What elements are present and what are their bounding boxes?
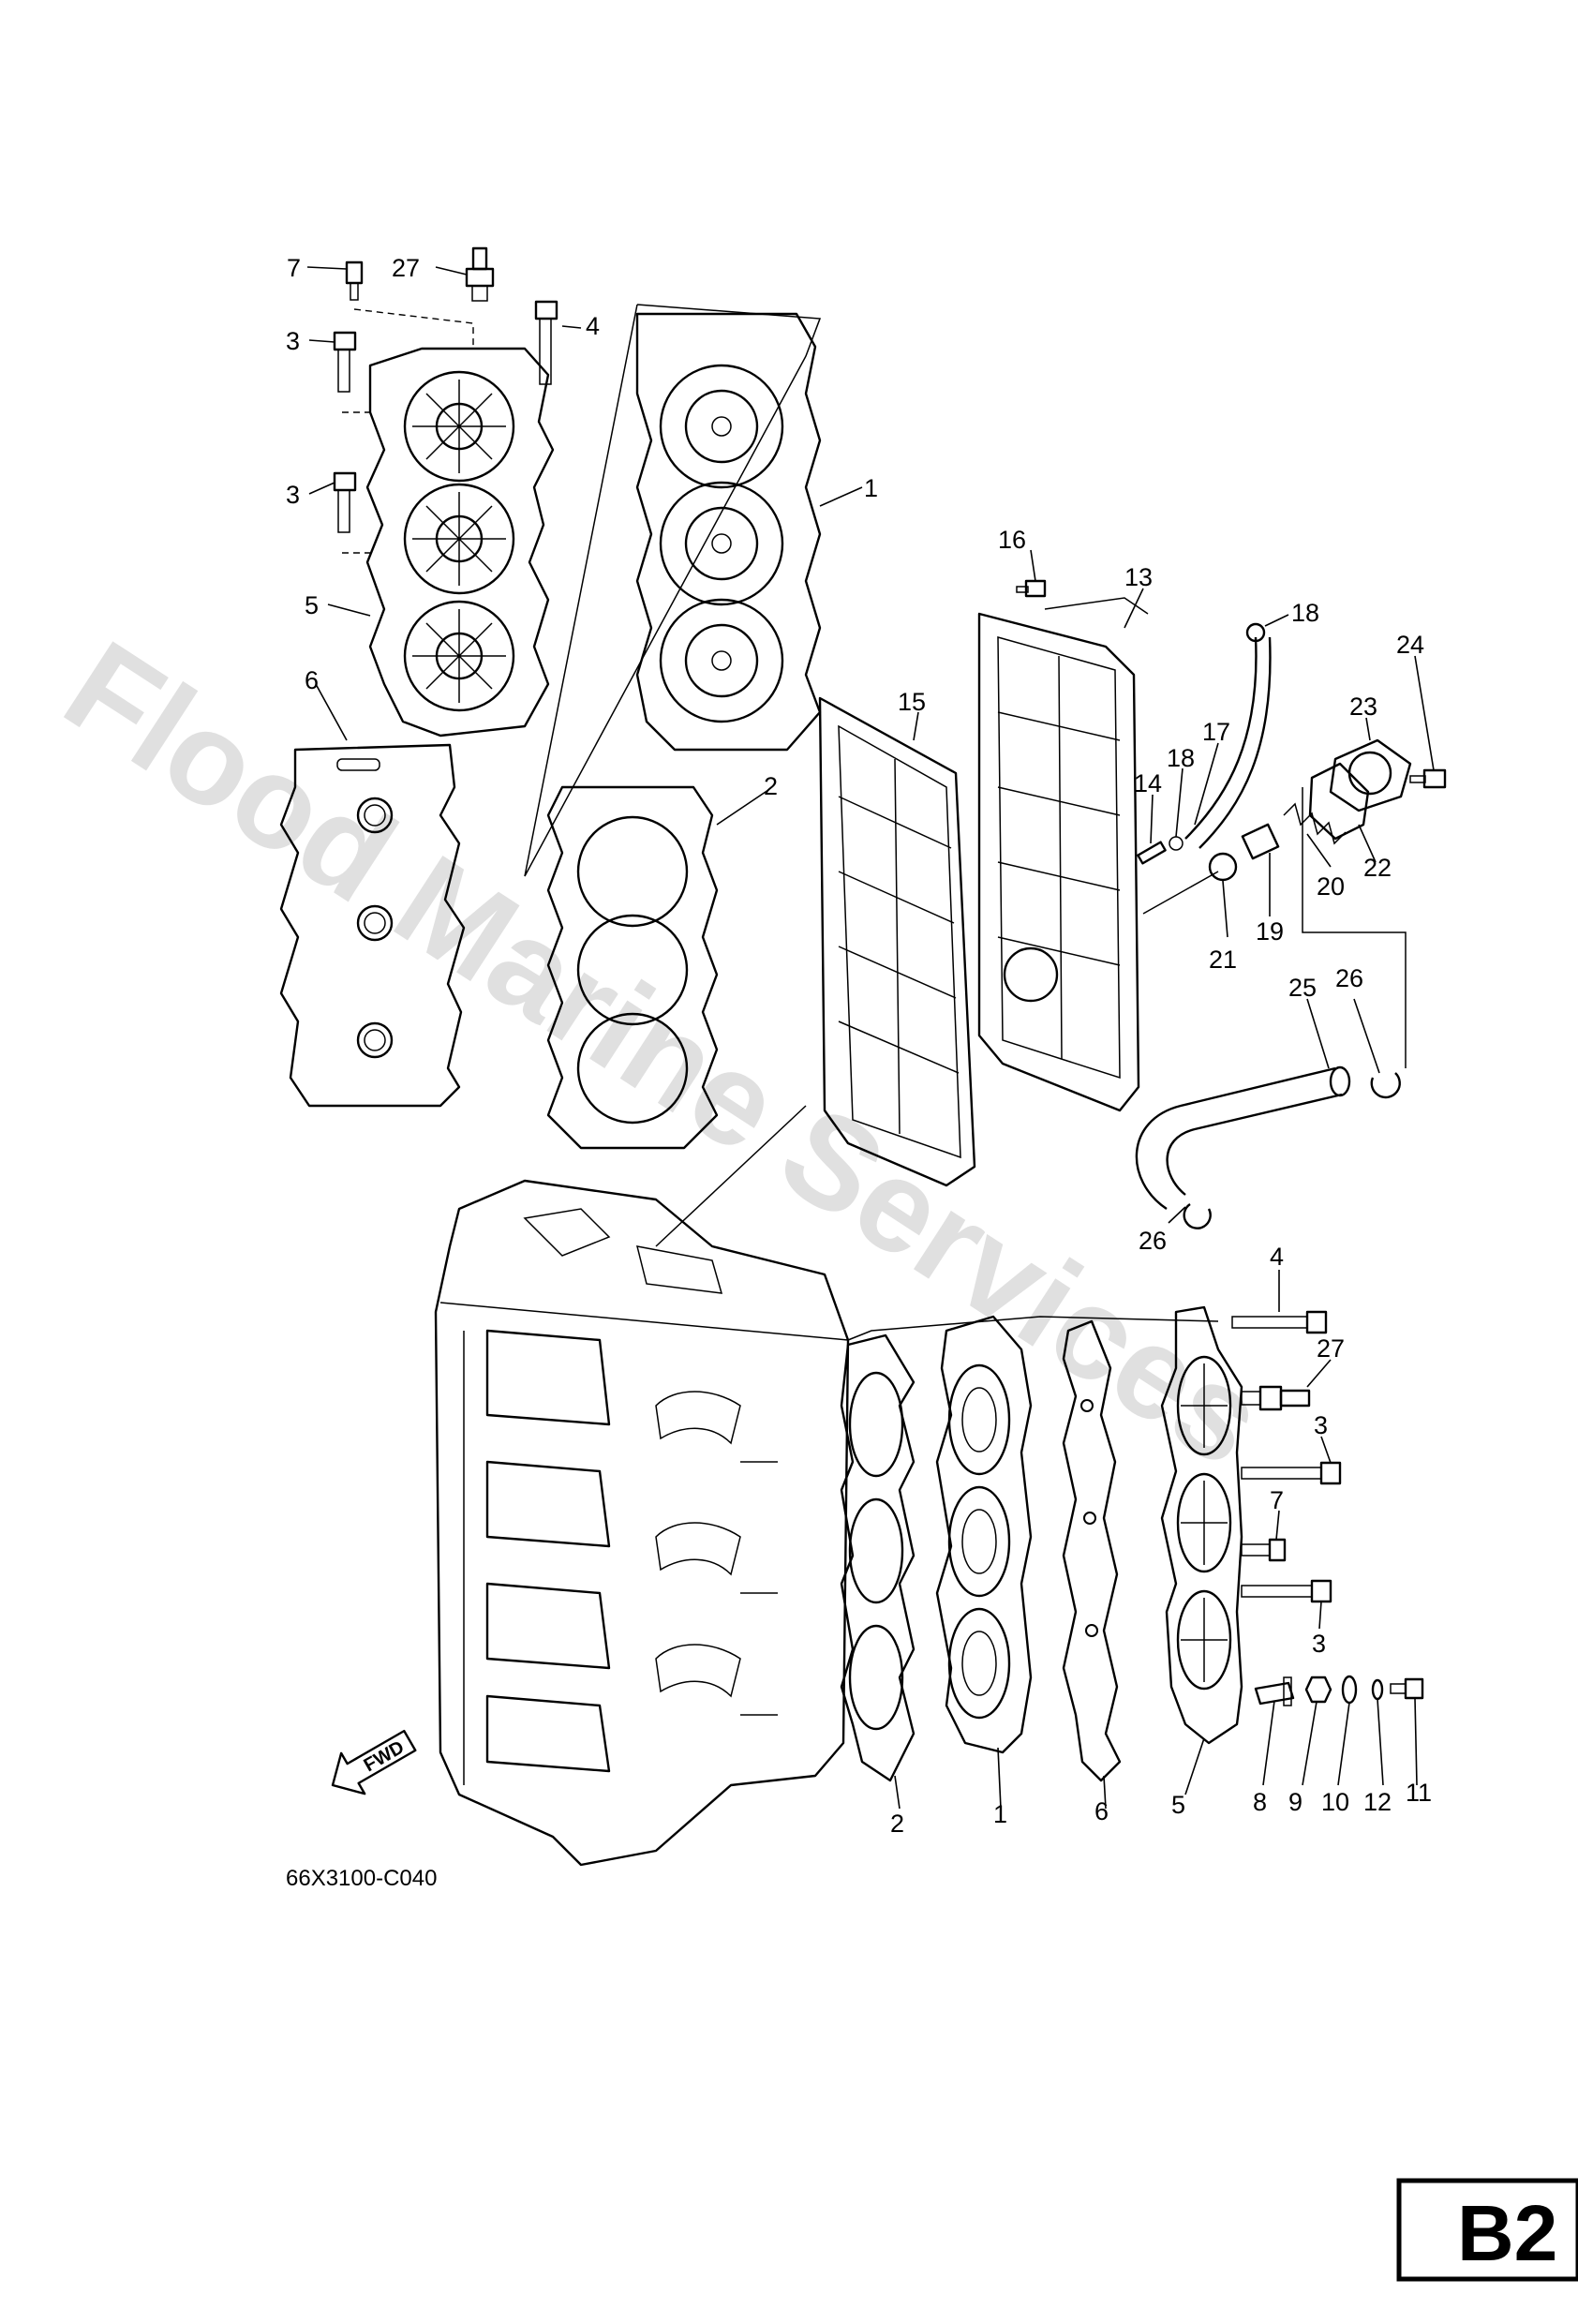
bolt-16 bbox=[1016, 579, 1047, 598]
bolt-3-mid bbox=[333, 471, 357, 533]
pin-14 bbox=[1137, 841, 1167, 865]
leader-lines bbox=[306, 266, 1435, 1810]
callouts: 7 27 4 3 3 5 6 1 2 16 13 18 15 14 18 17 … bbox=[286, 254, 1432, 1838]
callout-20: 20 bbox=[1317, 872, 1345, 901]
callout-23: 23 bbox=[1349, 693, 1377, 721]
callout-18: 18 bbox=[1167, 744, 1195, 772]
callout-3: 3 bbox=[1312, 1630, 1326, 1658]
callout-7: 7 bbox=[1270, 1486, 1284, 1514]
callout-11: 11 bbox=[1406, 1779, 1432, 1807]
callout-5: 5 bbox=[305, 591, 319, 619]
bolt-4-bottom bbox=[1231, 1310, 1328, 1334]
cylinder-head-1-bottom bbox=[935, 1315, 1033, 1754]
page-tag: B2 bbox=[1396, 2178, 1578, 2282]
diagram-code: 66X3100-C040 bbox=[286, 1866, 437, 1891]
fwd-arrow-icon: FWD bbox=[331, 1729, 417, 1795]
hose-25 bbox=[1135, 1066, 1336, 1210]
callout-4: 4 bbox=[586, 312, 600, 340]
callout-19: 19 bbox=[1256, 917, 1284, 946]
clip-18-top bbox=[1245, 622, 1266, 643]
seal-21 bbox=[1208, 852, 1238, 882]
head-gasket-2-top bbox=[546, 785, 719, 1150]
bolt-4-top bbox=[534, 300, 558, 385]
cylinder-head-1-top bbox=[635, 312, 822, 752]
washer-10 bbox=[1341, 1675, 1358, 1705]
callout-26: 26 bbox=[1335, 964, 1363, 992]
callout-16: 16 bbox=[998, 526, 1026, 554]
callout-21: 21 bbox=[1209, 946, 1237, 974]
callout-26: 26 bbox=[1139, 1227, 1167, 1255]
clip-18-mid bbox=[1169, 836, 1184, 851]
callout-12: 12 bbox=[1363, 1788, 1392, 1816]
callout-18: 18 bbox=[1291, 599, 1319, 627]
bolt-7-top bbox=[345, 261, 364, 301]
callout-13: 13 bbox=[1124, 563, 1153, 591]
head-cover-gasket-bottom bbox=[1062, 1319, 1122, 1782]
callout-25: 25 bbox=[1288, 974, 1317, 1002]
callout-6: 6 bbox=[305, 666, 319, 694]
crankcase-block bbox=[434, 1179, 850, 1867]
bolt-11 bbox=[1390, 1677, 1424, 1700]
bolt-3-right-lower bbox=[1241, 1579, 1332, 1603]
cylinder-head-top bbox=[365, 347, 555, 737]
callout-7: 7 bbox=[287, 254, 301, 282]
spark-plug-27-bottom bbox=[1241, 1385, 1311, 1411]
cylinder-head-5-bottom bbox=[1160, 1305, 1243, 1745]
thermostat-19 bbox=[1241, 823, 1280, 860]
head-cover-gasket-top bbox=[279, 743, 466, 1108]
callout-15: 15 bbox=[898, 688, 926, 716]
bolt-7-bottom bbox=[1241, 1538, 1287, 1562]
callout-27: 27 bbox=[392, 254, 420, 282]
callout-10: 10 bbox=[1321, 1788, 1349, 1816]
spark-plug-27-top bbox=[465, 246, 495, 302]
callout-1: 1 bbox=[993, 1800, 1007, 1828]
spring-20 bbox=[1283, 802, 1347, 845]
thermostat-cover-23 bbox=[1329, 738, 1412, 812]
callout-2: 2 bbox=[764, 772, 778, 800]
nut-9 bbox=[1304, 1676, 1332, 1704]
callout-3: 3 bbox=[1314, 1411, 1328, 1439]
callout-9: 9 bbox=[1288, 1788, 1303, 1816]
callout-3: 3 bbox=[286, 327, 300, 355]
callout-24: 24 bbox=[1396, 631, 1424, 659]
callout-3: 3 bbox=[286, 481, 300, 509]
page-tag-label: B2 bbox=[1457, 2189, 1557, 2277]
callout-17: 17 bbox=[1202, 718, 1230, 746]
hose-clip-26-right bbox=[1370, 1072, 1401, 1099]
hose-17 bbox=[1184, 636, 1258, 840]
callout-5: 5 bbox=[1171, 1791, 1185, 1819]
head-gasket-2-bottom bbox=[840, 1333, 916, 1782]
callout-22: 22 bbox=[1363, 854, 1392, 882]
callout-8: 8 bbox=[1253, 1788, 1267, 1816]
washer-12 bbox=[1371, 1678, 1384, 1701]
bolt-3-top bbox=[333, 331, 357, 393]
callout-6: 6 bbox=[1094, 1797, 1109, 1825]
callout-27: 27 bbox=[1317, 1334, 1345, 1363]
bolt-3-right-upper bbox=[1241, 1461, 1342, 1485]
exhaust-cover-13 bbox=[977, 612, 1140, 1112]
callout-2: 2 bbox=[890, 1810, 904, 1838]
hardware-8 bbox=[1254, 1676, 1295, 1706]
bolt-24 bbox=[1409, 768, 1447, 789]
callout-4: 4 bbox=[1270, 1243, 1284, 1271]
watermark: Flood Marine Services bbox=[41, 612, 1289, 1494]
callout-14: 14 bbox=[1134, 769, 1162, 797]
callout-1: 1 bbox=[864, 474, 878, 502]
hose-clip-26-left bbox=[1183, 1202, 1212, 1229]
exhaust-cover-gasket-15 bbox=[818, 696, 976, 1187]
